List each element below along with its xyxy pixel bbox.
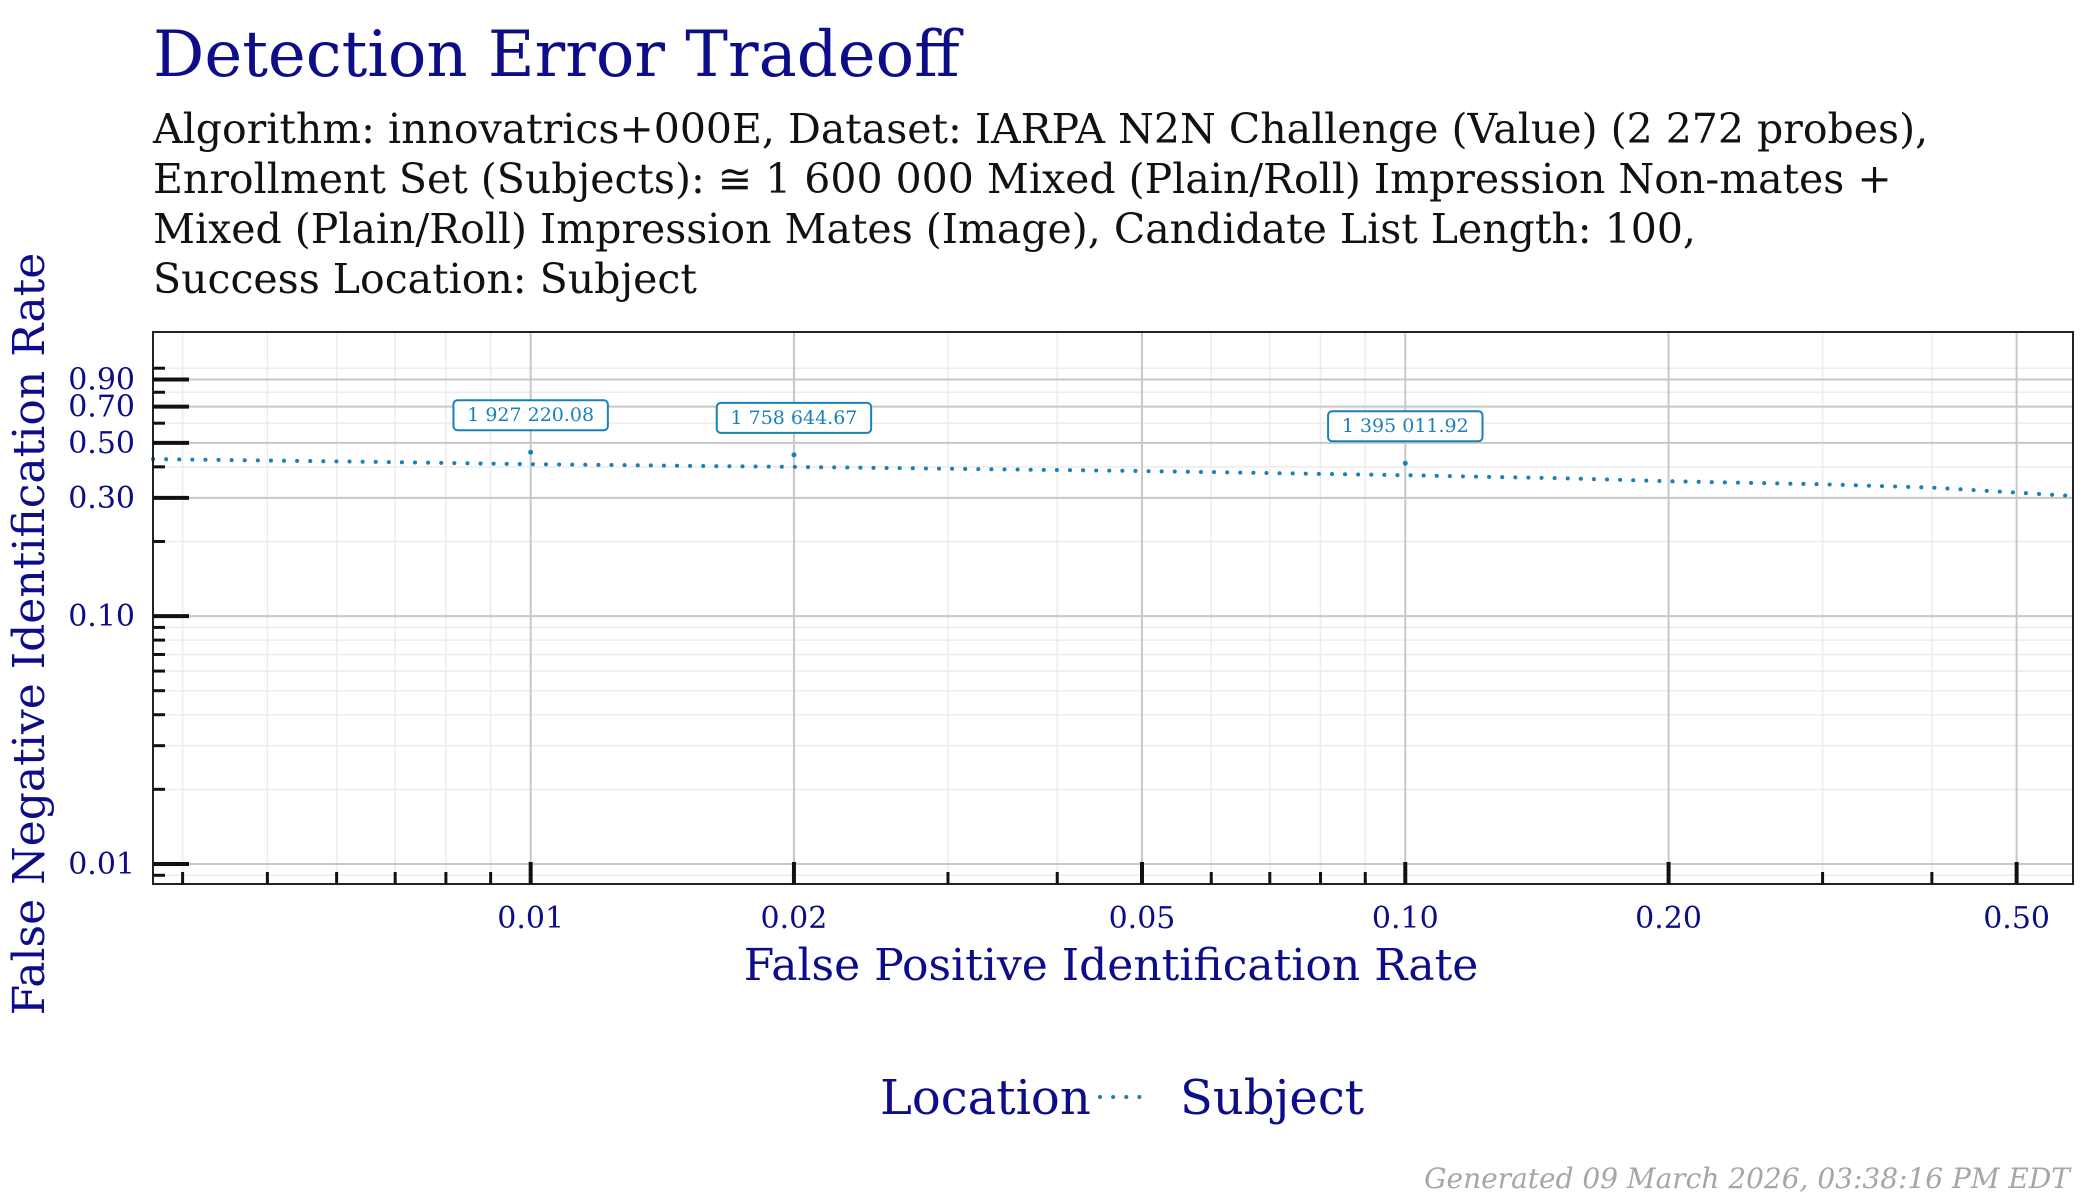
y-tick-label: 0.70 xyxy=(68,390,135,425)
minor-grid xyxy=(153,332,2073,884)
threshold-marker xyxy=(1402,460,1408,466)
y-axis-label: False Negative Identification Rate xyxy=(4,253,55,1016)
axis-ticks xyxy=(153,366,2019,884)
series-line-subject xyxy=(151,457,2075,498)
threshold-label: 1 395 011.92 xyxy=(1342,415,1469,437)
x-tick-label: 0.05 xyxy=(1109,901,1176,936)
threshold-annotation: 1 395 011.92 xyxy=(1327,410,1484,466)
y-tick-label: 0.30 xyxy=(68,481,135,516)
threshold-annotation: 1 927 220.08 xyxy=(452,399,609,455)
x-tick-label: 0.10 xyxy=(1372,901,1439,936)
y-tick-label: 0.10 xyxy=(68,599,135,634)
y-tick-labels: 0.01 0.10 0.30 0.500.700.90 xyxy=(68,363,135,882)
threshold-annotation: 1 758 644.67 xyxy=(715,401,873,458)
subtitle-line-2: Enrollment Set (Subjects): ≅ 1 600 000 M… xyxy=(153,155,1892,203)
x-tick-label: 0.01 xyxy=(497,901,564,936)
threshold-label-box xyxy=(1327,410,1484,443)
generated-timestamp: Generated 09 March 2026, 03:38:16 PM EDT xyxy=(1424,1162,2070,1195)
threshold-label: 1 927 220.08 xyxy=(467,404,594,426)
subtitle-line-1: Algorithm: innovatrics+000E, Dataset: IA… xyxy=(153,105,1929,153)
annotation-layer: 1 927 220.08 1 758 644.67 1 395 011.92 xyxy=(452,399,1484,466)
threshold-label: 1 758 644.67 xyxy=(730,407,857,429)
threshold-marker xyxy=(791,452,797,458)
x-axis-label: False Positive Identification Rate xyxy=(744,940,1479,991)
subtitle-line-4: Success Location: Subject xyxy=(153,255,697,303)
y-tick-label: 0.01 xyxy=(68,847,135,882)
x-tick-labels: 0.01 0.02 0.05 0.10 0.20 0.50 xyxy=(497,901,2050,936)
chart-subtitle: Algorithm: innovatrics+000E, Dataset: IA… xyxy=(153,104,1928,304)
threshold-label-box xyxy=(452,399,609,432)
legend-entry-subject: Subject xyxy=(1180,1070,1364,1126)
legend: Location Subject xyxy=(880,1070,1364,1126)
x-tick-label: 0.20 xyxy=(1635,901,1702,936)
y-tick-label: 0.90 xyxy=(68,363,135,398)
threshold-marker xyxy=(528,449,534,455)
chart-title: Detection Error Tradeoff xyxy=(153,18,960,92)
threshold-label-box xyxy=(715,401,873,434)
major-grid xyxy=(153,332,2073,884)
y-tick-label: 0.50 xyxy=(68,426,135,461)
plot-frame xyxy=(152,331,2074,885)
subtitle-line-3: Mixed (Plain/Roll) Impression Mates (Ima… xyxy=(153,205,1696,253)
x-tick-label: 0.02 xyxy=(761,901,828,936)
legend-title: Location xyxy=(880,1070,1091,1126)
x-tick-label: 0.50 xyxy=(1983,901,2050,936)
series-layer xyxy=(151,457,2075,498)
